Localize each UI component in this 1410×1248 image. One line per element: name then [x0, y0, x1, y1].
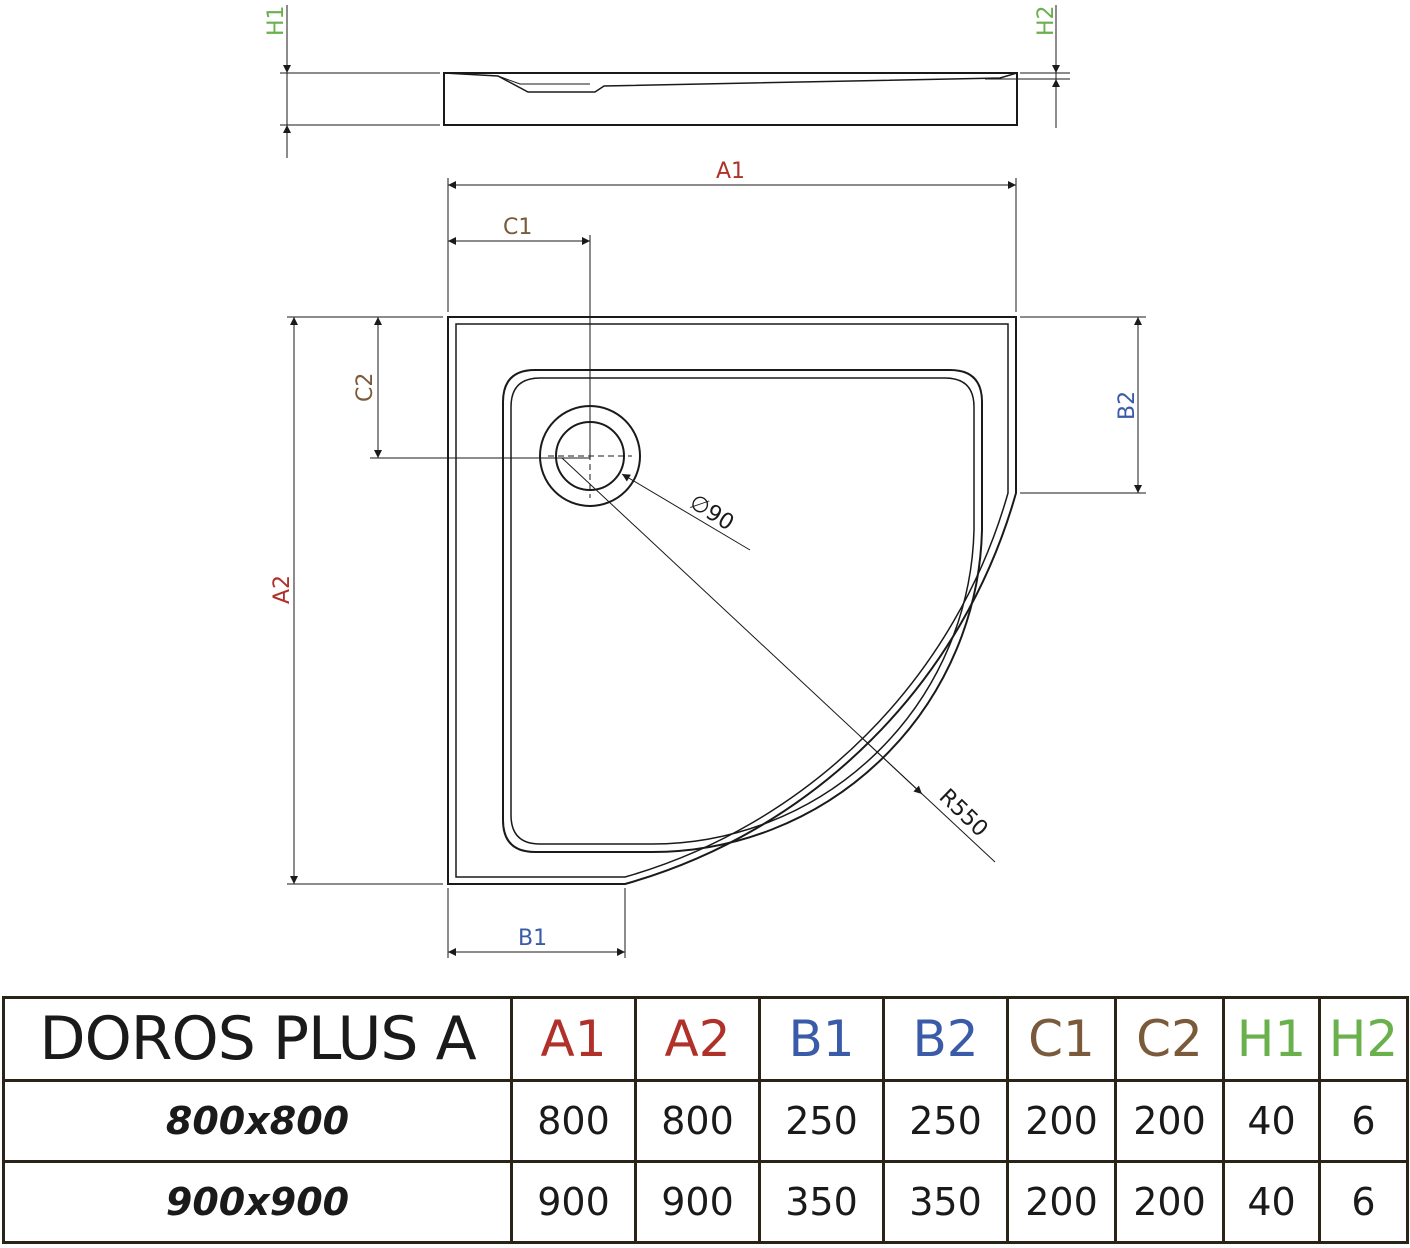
tray-side-profile	[443, 72, 1018, 126]
cell-b2: 250	[882, 1079, 1009, 1163]
header-b1: B1	[758, 996, 885, 1082]
label-h2: H2	[1034, 5, 1059, 36]
cell-c1: 200	[1006, 1079, 1117, 1163]
cell-c2: 200	[1114, 1160, 1225, 1244]
cell-a1: 800	[510, 1079, 637, 1163]
radius-arrow	[859, 735, 923, 795]
table-header-row: DOROS PLUS A A1 A2 B1 B2 C1 C2 H1 H2	[2, 996, 1409, 1082]
cell-c2: 200	[1114, 1079, 1225, 1163]
table-row: 800x800 800 800 250 250 200 200 40 6	[2, 1079, 1409, 1163]
cell-a2: 800	[634, 1079, 761, 1163]
header-a1: A1	[510, 996, 637, 1082]
radius-leader	[561, 457, 996, 863]
tray-side-recess	[497, 75, 590, 85]
tray-rim-line	[455, 323, 1009, 878]
header-b2: B2	[882, 996, 1009, 1082]
cell-b1: 250	[758, 1079, 885, 1163]
dimension-table: DOROS PLUS A A1 A2 B1 B2 C1 C2 H1 H2 800…	[2, 996, 1409, 1244]
label-c1: C1	[503, 215, 532, 240]
label-a1: A1	[716, 159, 745, 184]
cell-h2: 6	[1318, 1160, 1409, 1244]
header-c2: C2	[1114, 996, 1225, 1082]
tray-outer-contour	[447, 316, 1017, 885]
header-h2: H2	[1318, 996, 1409, 1082]
plan-view	[287, 178, 1146, 958]
cell-h1: 40	[1222, 1079, 1321, 1163]
row-size: 900x900	[2, 1160, 513, 1244]
header-a2: A2	[634, 996, 761, 1082]
header-c1: C1	[1006, 996, 1117, 1082]
label-h1: H1	[264, 5, 289, 36]
tray-basin-outer	[502, 369, 983, 853]
cell-b1: 350	[758, 1160, 885, 1244]
model-name: DOROS PLUS A	[2, 996, 513, 1082]
tray-side-rim	[443, 72, 1018, 93]
label-b2: B2	[1115, 391, 1140, 420]
row-size: 800x800	[2, 1079, 513, 1163]
cell-c1: 200	[1006, 1160, 1117, 1244]
header-h1: H1	[1222, 996, 1321, 1082]
diameter-leader	[621, 473, 751, 551]
side-view	[280, 5, 1070, 158]
cell-b2: 350	[882, 1160, 1009, 1244]
label-a2: A2	[270, 575, 295, 604]
cell-a2: 900	[634, 1160, 761, 1244]
label-c2: C2	[353, 373, 378, 402]
cell-h2: 6	[1318, 1079, 1409, 1163]
table-row: 900x900 900 900 350 350 200 200 40 6	[2, 1160, 1409, 1244]
label-diameter: ∅90	[685, 490, 738, 536]
technical-drawing: H1 H2 A1	[264, 5, 1146, 958]
cell-h1: 40	[1222, 1160, 1321, 1244]
tray-basin-inner	[510, 377, 975, 845]
label-b1: B1	[518, 926, 547, 951]
cell-a1: 900	[510, 1160, 637, 1244]
